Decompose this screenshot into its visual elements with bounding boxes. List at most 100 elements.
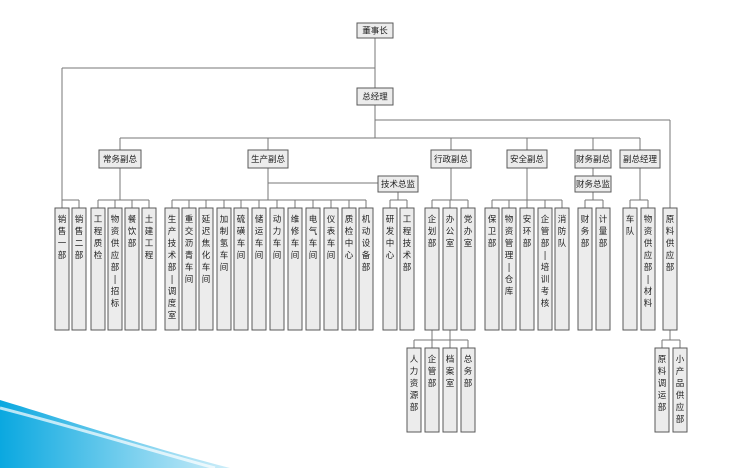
deputy-gm-label: 副总经理 (623, 154, 658, 165)
dept-label: 消防队 (558, 214, 567, 249)
vp-finance-label: 财务副总 (576, 154, 611, 165)
dept-box: 保卫部 (484, 207, 500, 331)
gm-box: 总经理 (356, 87, 394, 106)
vp-admin-box: 行政副总 (430, 149, 472, 169)
dept-box: 企管部 (424, 347, 440, 433)
dept-label: 企管部 (428, 354, 437, 389)
decorative-swoosh (0, 400, 230, 468)
vp-safety-box: 安全副总 (506, 149, 548, 169)
dept-box: 办公室 (442, 207, 458, 331)
dept-label: 总务部 (464, 354, 473, 389)
dept-label: 保卫部 (488, 214, 497, 249)
dept-label: 重交沥青车间 (185, 214, 194, 285)
dept-box: 硫磺车间 (233, 207, 249, 331)
dept-box: 消防队 (554, 207, 570, 331)
dept-box: 质检中心 (341, 207, 357, 331)
dept-box: 物资供应部|招标 (107, 207, 123, 331)
dept-label: 土建工程 (145, 214, 154, 261)
dept-box: 电气车间 (305, 207, 321, 331)
dept-label: 原料供应部 (666, 215, 675, 273)
dept-label: 研发中心 (386, 215, 395, 261)
dept-box: 企划部 (424, 207, 440, 331)
dept-label: 物资供应部|材料 (644, 214, 653, 309)
dept-label: 加制氢车间 (220, 214, 229, 273)
tech-director-box: 技术总监 (377, 175, 419, 193)
dept-label: 人力资源部 (410, 355, 419, 413)
dept-box: 生产技术部|调度室 (164, 207, 180, 331)
connector-lines (61, 38, 681, 348)
dept-box: 仪表车间 (323, 207, 339, 331)
dept-label: 企划部 (428, 214, 437, 249)
dept-box: 餐饮部 (124, 207, 140, 331)
vp-regular-label: 常务副总 (103, 154, 138, 165)
dept-box: 小产品供应部 (672, 347, 688, 433)
dept-box: 研发中心 (382, 207, 398, 331)
finance-director-label: 财务总监 (576, 179, 611, 190)
decorative-swoosh-highlight (0, 406, 216, 468)
dept-box: 动力车间 (269, 207, 285, 331)
dept-box: 延迟焦化车间 (198, 207, 214, 331)
tech-director-label: 技术总监 (381, 179, 416, 190)
dept-label: 生产技术部|调度室 (168, 214, 177, 321)
vp-admin-label: 行政副总 (434, 154, 469, 165)
dept-label: 储运车间 (255, 214, 264, 261)
dept-box: 维修车间 (287, 207, 303, 331)
gm-label: 总经理 (362, 92, 388, 103)
dept-box: 人力资源部 (406, 347, 422, 433)
chairman-box: 董事长 (356, 22, 394, 39)
vp-production-label: 生产副总 (251, 154, 286, 165)
dept-label: 销售一部 (58, 214, 67, 261)
dept-box: 储运车间 (251, 207, 267, 331)
dept-box: 销售二部 (71, 207, 87, 331)
dept-label: 电气车间 (309, 214, 318, 261)
dept-label: 餐饮部 (128, 215, 137, 249)
dept-label: 原料调运部 (658, 355, 667, 413)
dept-box: 档案室 (442, 347, 458, 433)
dept-label: 硫磺车间 (237, 214, 246, 261)
dept-label: 物资管理|仓库 (505, 214, 514, 297)
finance-director-box: 财务总监 (574, 175, 612, 193)
vp-finance-box: 财务副总 (574, 149, 612, 169)
dept-box: 企管部|培训考核 (537, 207, 553, 331)
dept-box: 原料调运部 (654, 347, 670, 433)
dept-box: 安环部 (519, 207, 535, 331)
dept-box: 机动设备部 (358, 207, 374, 331)
dept-label: 延迟焦化车间 (202, 214, 211, 285)
dept-box: 工程技术部 (399, 207, 415, 331)
chairman-label: 董事长 (362, 26, 388, 37)
dept-label: 企管部|培训考核 (541, 214, 550, 309)
dept-box: 销售一部 (54, 207, 70, 331)
dept-label: 财务部 (581, 214, 590, 249)
dept-box: 总务部 (460, 347, 476, 433)
vp-safety-label: 安全副总 (510, 154, 545, 165)
dept-label: 仪表车间 (327, 215, 336, 261)
dept-label: 机动设备部 (362, 214, 371, 273)
dept-label: 安环部 (523, 214, 532, 249)
deputy-gm-box: 副总经理 (619, 149, 661, 169)
dept-label: 工程技术部 (403, 215, 412, 273)
dept-label: 工程质检 (94, 215, 103, 261)
dept-box: 土建工程 (141, 207, 157, 331)
vp-production-box: 生产副总 (247, 149, 289, 169)
dept-label: 动力车间 (273, 214, 282, 261)
dept-label: 办公室 (446, 214, 455, 249)
dept-label: 维修车间 (291, 214, 300, 261)
dept-box: 工程质检 (90, 207, 106, 331)
dept-box: 物资供应部|材料 (640, 207, 656, 331)
dept-box: 重交沥青车间 (181, 207, 197, 331)
dept-label: 档案室 (446, 354, 455, 389)
vp-regular-box: 常务副总 (98, 149, 142, 169)
dept-box: 加制氢车间 (216, 207, 232, 331)
dept-label: 销售二部 (75, 214, 84, 261)
dept-label: 质检中心 (345, 214, 354, 261)
dept-box: 物资管理|仓库 (501, 207, 517, 331)
dept-box: 计量部 (595, 207, 611, 331)
dept-label: 物资供应部|招标 (111, 214, 120, 309)
dept-label: 车队 (626, 214, 635, 237)
dept-label: 小产品供应部 (676, 354, 685, 425)
dept-box: 党办室 (460, 207, 476, 331)
dept-box: 财务部 (577, 207, 593, 331)
dept-box: 车队 (622, 207, 638, 331)
